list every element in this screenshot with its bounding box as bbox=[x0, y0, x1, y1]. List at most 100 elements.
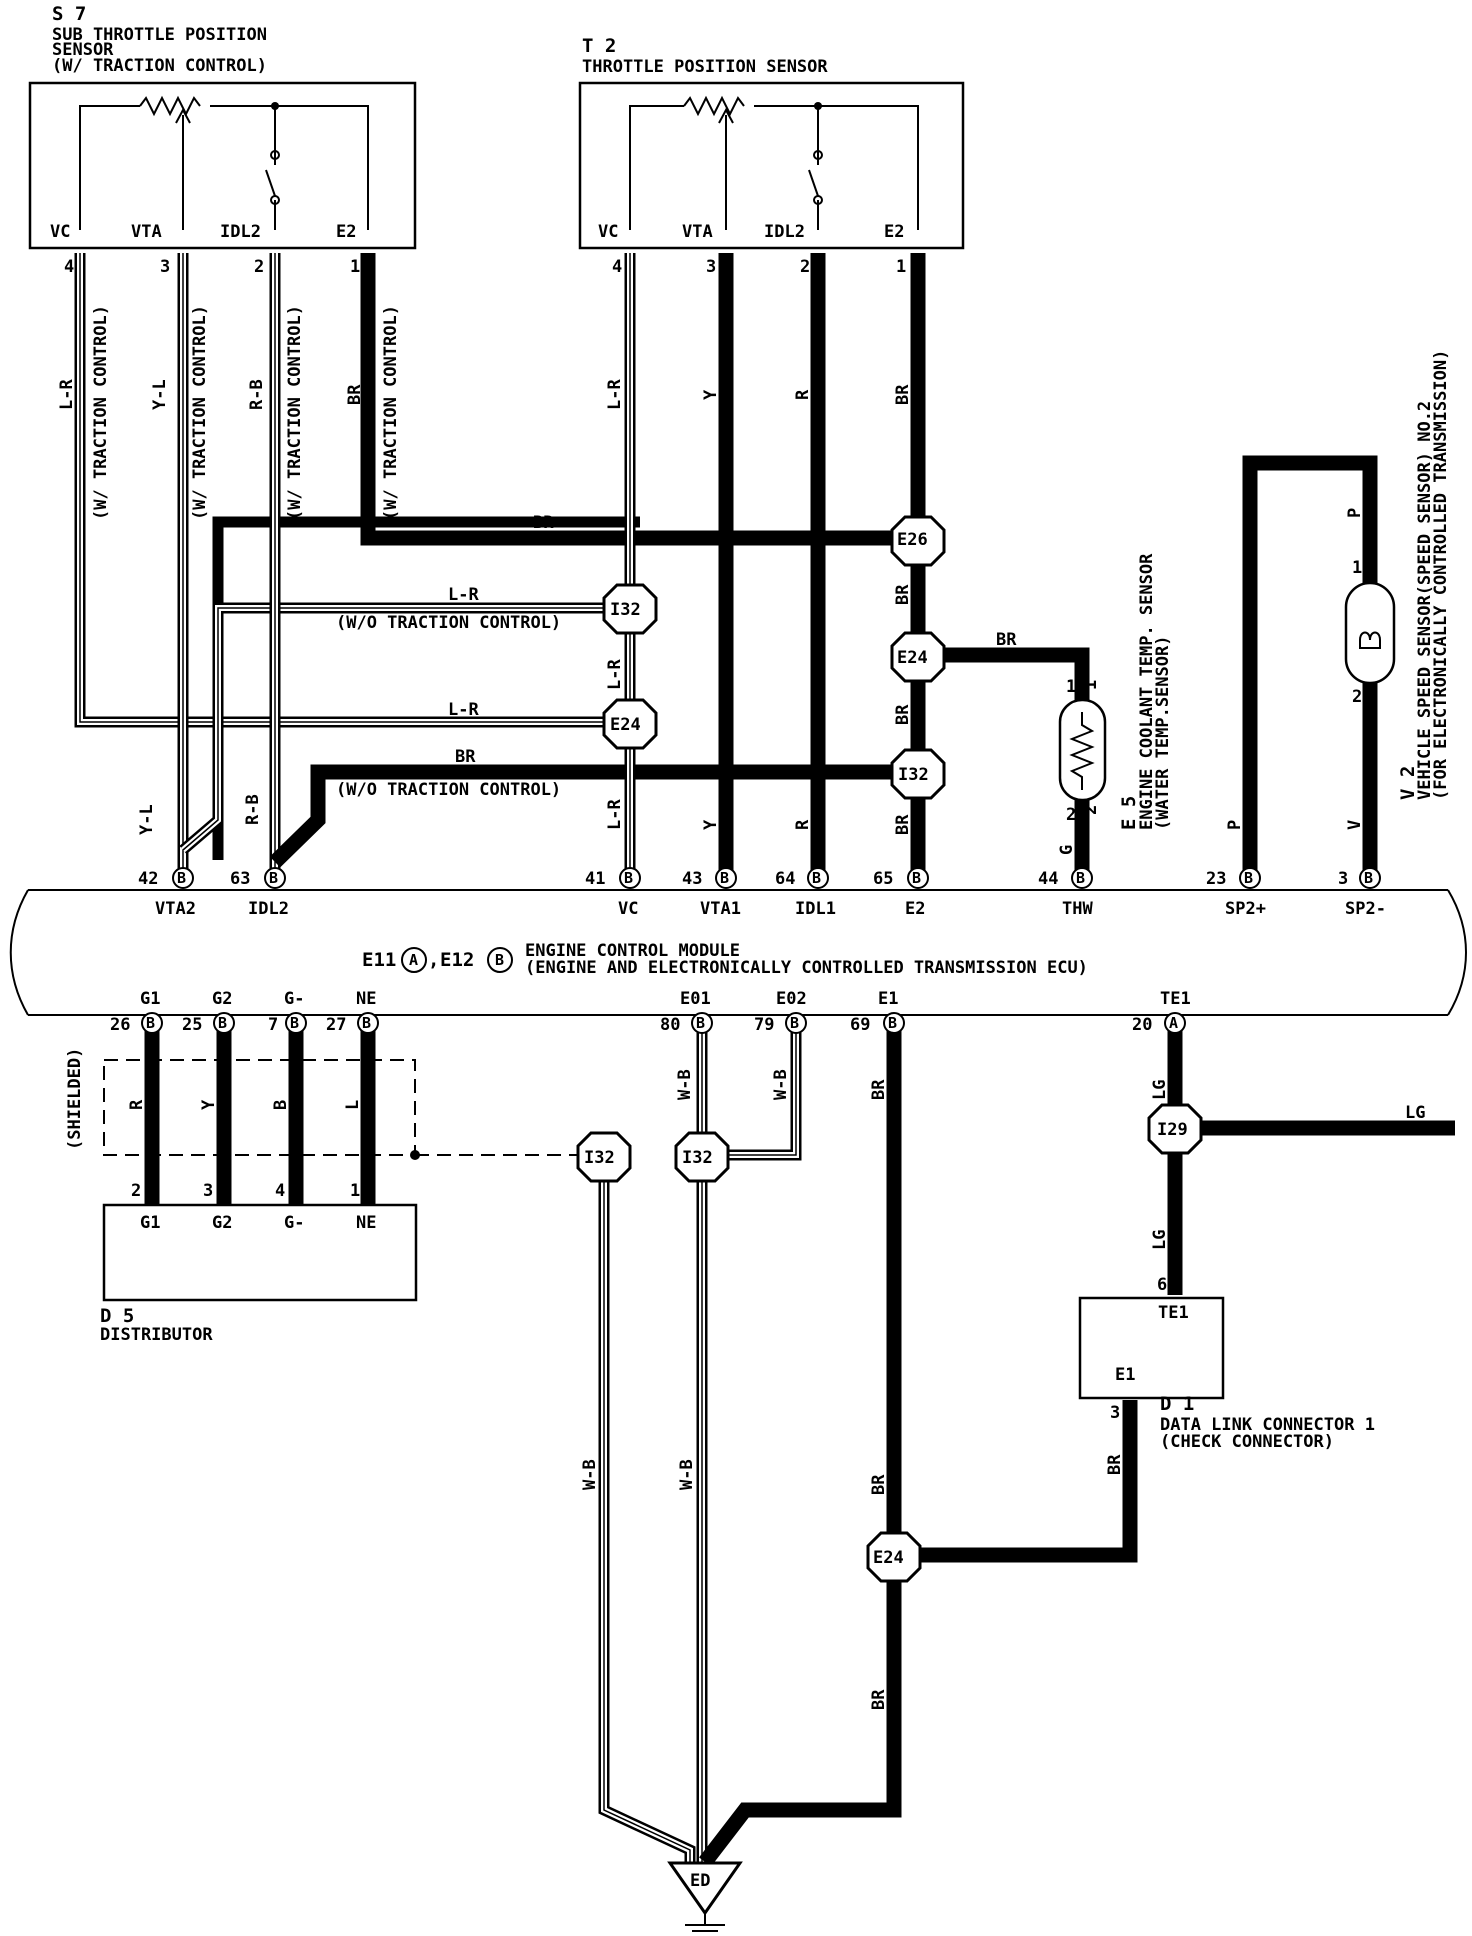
note-wotc-2: (W/O TRACTION CONTROL) bbox=[336, 780, 561, 800]
d5-pinnum-1: 1 bbox=[350, 1181, 360, 1201]
bot-pin-name-te1: TE1 bbox=[1160, 989, 1191, 1009]
t2-pin-vta: VTA bbox=[682, 222, 713, 242]
bot-pin-conn-ne: B bbox=[362, 1014, 371, 1032]
top-pin-num-idl1: 64 bbox=[775, 869, 795, 889]
s7-pin-e2: E2 bbox=[336, 222, 356, 242]
note-s7-vc-wtc: (W/ TRACTION CONTROL) bbox=[91, 305, 111, 520]
wire-labels-vertical: L-R (W/ TRACTION CONTROL) Y-L (W/ TRACTI… bbox=[57, 305, 1365, 1710]
t2-pinnum-2: 2 bbox=[800, 257, 810, 277]
label-t2-vta-y: Y bbox=[701, 389, 721, 400]
d1-name-2: (CHECK CONNECTOR) bbox=[1160, 1432, 1334, 1452]
top-pin-name-idl2: IDL2 bbox=[248, 899, 289, 919]
top-pin-name-idl1: IDL1 bbox=[795, 899, 836, 919]
ecm-bottom-pins: G1 26 B G2 25 B G- 7 B NE 27 B E01 80 B … bbox=[110, 989, 1191, 1035]
bot-pin-name-e02: E02 bbox=[776, 989, 807, 1009]
label-ne-l: L bbox=[343, 1100, 363, 1110]
splice-i32-c bbox=[576, 1131, 632, 1183]
splice-i32-b bbox=[890, 748, 946, 800]
splice-e26 bbox=[890, 515, 946, 567]
t2-pin-vc: VC bbox=[598, 222, 618, 242]
e5-id: E 5 bbox=[1118, 796, 1140, 830]
label-sp2m-v: V bbox=[1345, 820, 1365, 830]
component-s7 bbox=[28, 81, 417, 250]
top-pin-name-vc: VC bbox=[618, 899, 638, 919]
top-pin-num-e2: 65 bbox=[873, 869, 893, 889]
wire-wotc-lr-vta2 bbox=[179, 602, 608, 855]
splice-i32-d bbox=[674, 1131, 730, 1183]
label-t2-vc-lr: L-R bbox=[605, 379, 625, 410]
bot-pin-name-g2: G2 bbox=[212, 989, 232, 1009]
label-e1-br-lower: BR bbox=[869, 1689, 889, 1710]
s7-pin-idl2: IDL2 bbox=[220, 222, 261, 242]
note-s7-vta-wtc: (W/ TRACTION CONTROL) bbox=[190, 305, 210, 520]
label-idl2-rb: R-B bbox=[243, 794, 263, 825]
d5-pin-gm: G- bbox=[284, 1213, 304, 1233]
splice-label-e24-b: E24 bbox=[610, 715, 641, 735]
label-gm-b: B bbox=[271, 1100, 291, 1110]
wire-labels-horizontal: BR L-R (W/O TRACTION CONTROL) L-R BR (W/… bbox=[336, 513, 1425, 1123]
wire-e02-wb bbox=[702, 1030, 802, 1161]
v2-name-2: (FOR ELECTRONICALLY CONTROLLED TRANSMISS… bbox=[1431, 350, 1451, 800]
label-t2-e2-br: BR bbox=[893, 384, 913, 405]
bot-pin-conn-e02: B bbox=[790, 1014, 799, 1032]
splice-label-e24-a: E24 bbox=[897, 648, 928, 668]
top-pin-conn-vta1: B bbox=[720, 869, 729, 887]
bot-pin-name-e1: E1 bbox=[878, 989, 898, 1009]
label-d1-lg: LG bbox=[1150, 1230, 1170, 1250]
splices bbox=[576, 515, 1203, 1583]
splice-label-i32-a: I32 bbox=[610, 600, 641, 620]
ecm-id-2: E12 bbox=[440, 949, 474, 971]
top-pin-conn-sp2p: B bbox=[1244, 869, 1253, 887]
top-pin-num-vta2: 42 bbox=[138, 869, 158, 889]
label-shield-wb: W-B bbox=[580, 1459, 600, 1490]
bot-pin-num-ne: 27 bbox=[326, 1015, 346, 1035]
d5-pinnum-2: 2 bbox=[131, 1181, 141, 1201]
top-pin-num-sp2m: 3 bbox=[1338, 869, 1348, 889]
v2-name-1: VEHICLE SPEED SENSOR(SPEED SENSOR) NO.2 bbox=[1415, 401, 1435, 800]
label-s7-vc-lr: L-R bbox=[57, 379, 77, 410]
splice-label-i32-d: I32 bbox=[682, 1148, 713, 1168]
s7-pin-vc: VC bbox=[50, 222, 70, 242]
ecm-title-text: ENGINE CONTROL MODULE bbox=[525, 941, 740, 961]
top-pin-name-e2: E2 bbox=[905, 899, 925, 919]
bot-pin-name-g1: G1 bbox=[140, 989, 160, 1009]
wire-wotc-br-idl2 bbox=[269, 764, 898, 868]
label-e01-wb-lower: W-B bbox=[677, 1459, 697, 1490]
label-vta2-yl: Y-L bbox=[137, 804, 157, 835]
label-e24-vc-lr: L-R bbox=[605, 799, 625, 830]
d1-id: D 1 bbox=[1160, 1393, 1194, 1415]
ecm-title-circle-a bbox=[401, 947, 427, 973]
e5-name-2: (WATER TEMP.SENSOR) bbox=[1153, 636, 1173, 830]
d1-pinnum-6: 6 bbox=[1157, 1275, 1167, 1295]
label-e24-i32-br: BR bbox=[893, 704, 913, 725]
label-te1-lg: LG bbox=[1150, 1080, 1170, 1100]
wire-shield-wb bbox=[598, 1175, 696, 1865]
ecm-subtitle-text: (ENGINE AND ELECTRONICALLY CONTROLLED TR… bbox=[525, 958, 1088, 978]
s7-name-2: SENSOR bbox=[52, 40, 114, 60]
top-pin-num-idl2: 63 bbox=[230, 869, 250, 889]
s7-pinnum-1: 1 bbox=[350, 257, 360, 277]
splice-e24-b bbox=[602, 698, 658, 750]
t2-pin-e2: E2 bbox=[884, 222, 904, 242]
s7-pinnum-4: 4 bbox=[64, 257, 74, 277]
splice-label-i32-c: I32 bbox=[584, 1148, 615, 1168]
splice-label-e24-c: E24 bbox=[873, 1548, 904, 1568]
ecm-body bbox=[9, 889, 1467, 1016]
d1-pin-te1: TE1 bbox=[1158, 1303, 1189, 1323]
v2-id: V 2 bbox=[1397, 766, 1419, 800]
label-d1-e1-br: BR bbox=[1105, 1454, 1125, 1475]
splice-e24-a bbox=[890, 631, 946, 683]
label-e02-wb: W-B bbox=[771, 1069, 791, 1100]
component-t2 bbox=[578, 81, 965, 250]
bot-pin-name-ne: NE bbox=[356, 989, 376, 1009]
top-pin-conn-idl1: B bbox=[812, 869, 821, 887]
wire-e5-br bbox=[918, 647, 1090, 700]
label-g1-r: R bbox=[127, 1099, 147, 1110]
label-thw-g: G bbox=[1057, 845, 1077, 855]
bot-pin-conn-g1: B bbox=[146, 1014, 155, 1032]
label-s7-e2-br: BR bbox=[345, 384, 365, 405]
label-s7-vta-yl: Y-L bbox=[150, 379, 170, 410]
bot-pin-num-e1: 69 bbox=[850, 1015, 870, 1035]
top-pin-name-sp2p: SP2+ bbox=[1225, 899, 1266, 919]
splice-labels: E26 I32 E24 E24 I32 I32 I32 I29 E24 ED bbox=[584, 530, 1188, 1891]
